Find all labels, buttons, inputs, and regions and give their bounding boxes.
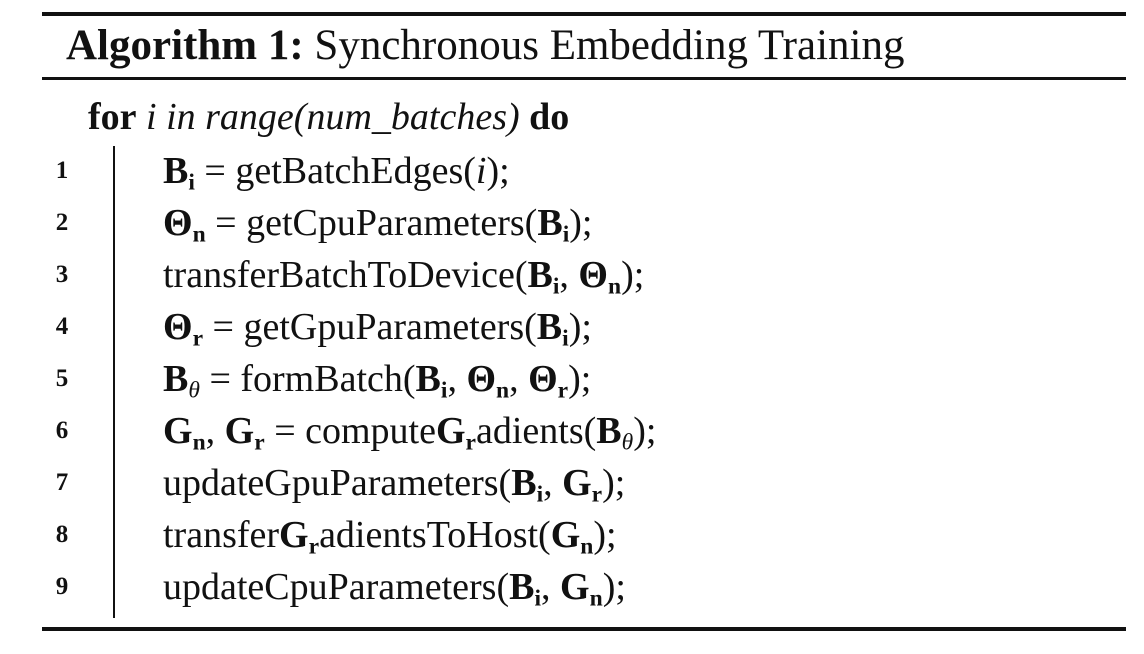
line-code: transferGradientsToHost(Gn); — [163, 514, 617, 560]
line-number: 7 — [55, 469, 69, 496]
algorithm-line: 2 Θn = getCpuParameters(Bi); — [0, 198, 1144, 248]
bottom-rule — [42, 627, 1126, 631]
line-code: updateGpuParameters(Bi, Gr); — [163, 462, 626, 508]
algorithm-line: 9 updateCpuParameters(Bi, Gn); — [0, 562, 1144, 612]
line-number: 4 — [55, 313, 69, 340]
line-code: Θr = getGpuParameters(Bi); — [163, 306, 592, 352]
algorithm-line: 6 Gn, Gr = computeGradients(Bθ); — [0, 406, 1144, 456]
algorithm-line: 3 transferBatchToDevice(Bi, Θn); — [0, 250, 1144, 300]
algorithm-line: 5 Bθ = formBatch(Bi, Θn, Θr); — [0, 354, 1144, 404]
line-number: 5 — [55, 365, 69, 392]
line-code: updateCpuParameters(Bi, Gn); — [163, 566, 626, 612]
line-number: 1 — [55, 157, 69, 184]
line-code: Bi = getBatchEdges(i); — [163, 150, 510, 196]
algorithm-line: 7 updateGpuParameters(Bi, Gr); — [0, 458, 1144, 508]
algorithm-label: Algorithm 1: — [66, 21, 304, 69]
line-code: Gn, Gr = computeGradients(Bθ); — [163, 410, 657, 456]
top-rule — [42, 12, 1126, 16]
line-number: 3 — [55, 261, 69, 288]
line-number: 8 — [55, 521, 69, 548]
line-number: 2 — [55, 209, 69, 236]
algorithm-line: 1 Bi = getBatchEdges(i); — [0, 146, 1144, 196]
line-number: 9 — [55, 573, 69, 600]
do-keyword: do — [529, 96, 570, 138]
caption-rule — [42, 77, 1126, 80]
loop-expression: i in range(num_batches) — [146, 96, 520, 138]
algorithm-line: 8 transferGradientsToHost(Gn); — [0, 510, 1144, 560]
algorithm-title: Synchronous Embedding Training — [314, 21, 905, 69]
algorithm-line: 4 Θr = getGpuParameters(Bi); — [0, 302, 1144, 352]
algorithm-caption: Algorithm 1: Synchronous Embedding Train… — [66, 14, 904, 76]
for-loop-header: for i in range(num_batches) do — [88, 92, 569, 142]
line-code: Bθ = formBatch(Bi, Θn, Θr); — [163, 358, 592, 404]
loop-body-bar — [113, 146, 115, 618]
line-number: 6 — [55, 417, 69, 444]
for-keyword: for — [88, 96, 137, 138]
line-code: Θn = getCpuParameters(Bi); — [163, 202, 593, 248]
line-code: transferBatchToDevice(Bi, Θn); — [163, 254, 645, 300]
